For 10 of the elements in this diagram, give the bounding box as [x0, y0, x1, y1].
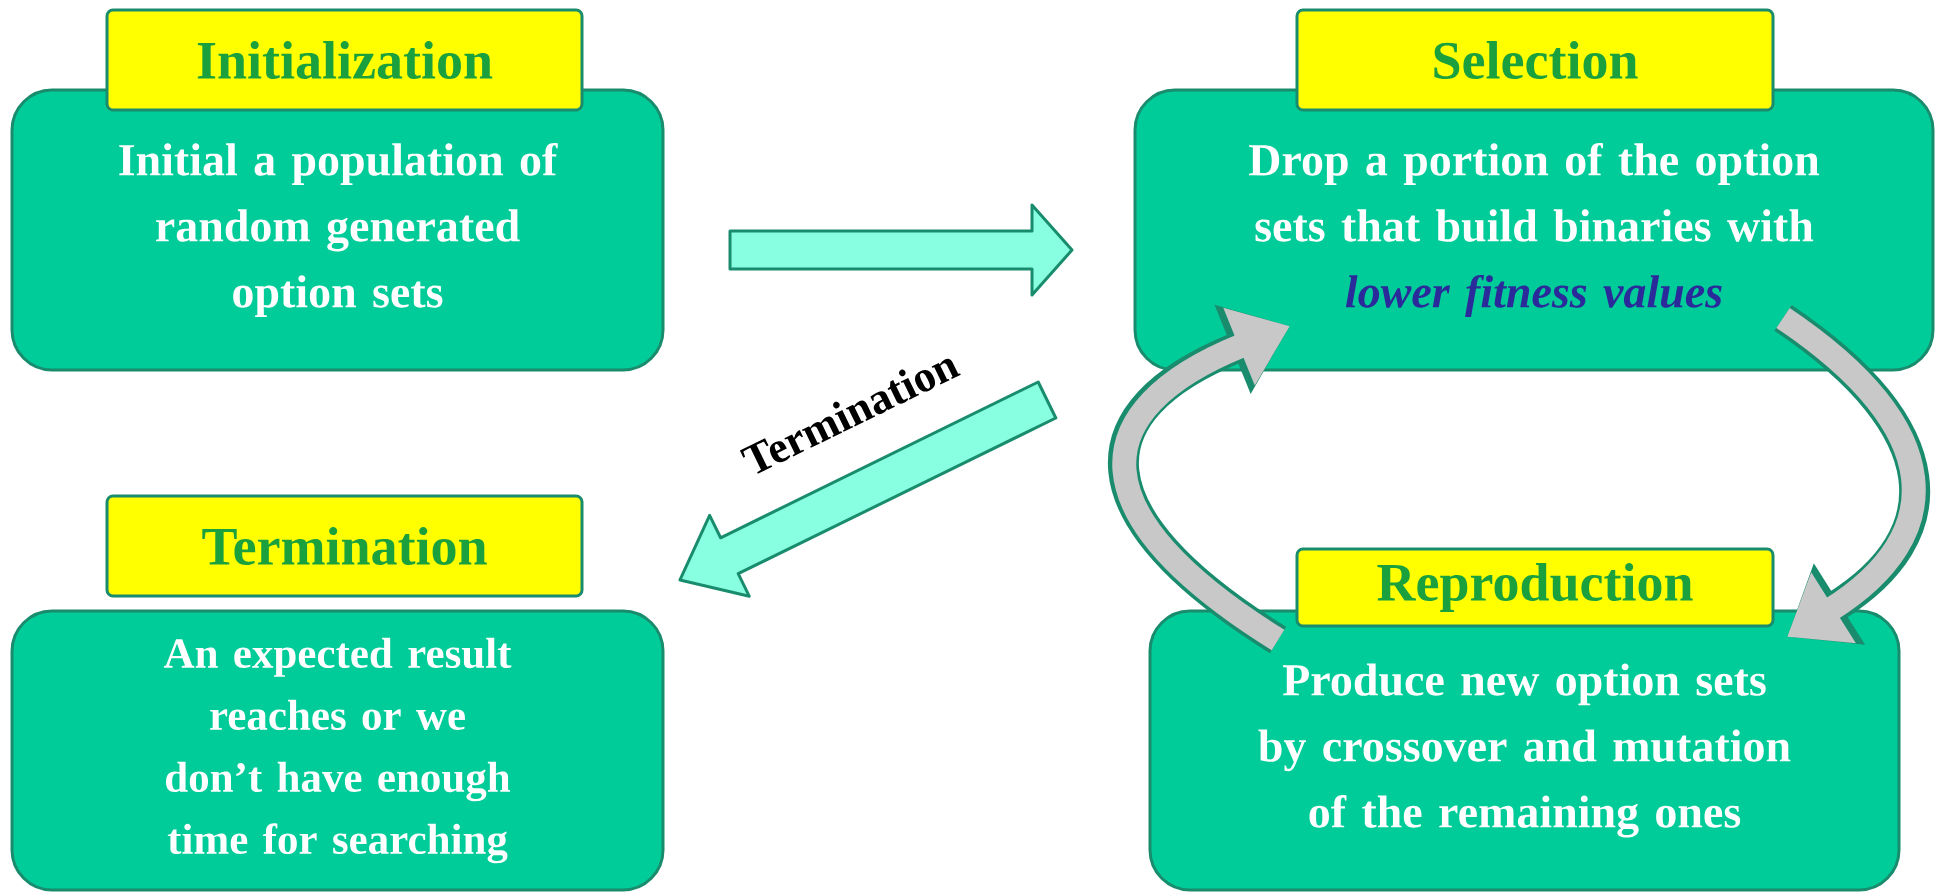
heading-tab: Termination	[105, 494, 584, 598]
arrow	[1773, 305, 1930, 645]
process-box: Initial a population of random generated option sets	[10, 88, 665, 372]
heading-tab: Selection	[1295, 8, 1775, 112]
arrow	[678, 380, 1058, 598]
heading-tab: Reproduction	[1295, 547, 1775, 628]
process-box: An expected result reaches or we don’t have enough time for searching	[10, 609, 665, 892]
heading-tab: Initialization	[105, 8, 584, 112]
process-box: Drop a portion of the option sets that build binaries with lower fitness values	[1133, 88, 1935, 372]
arrow	[728, 203, 1074, 297]
